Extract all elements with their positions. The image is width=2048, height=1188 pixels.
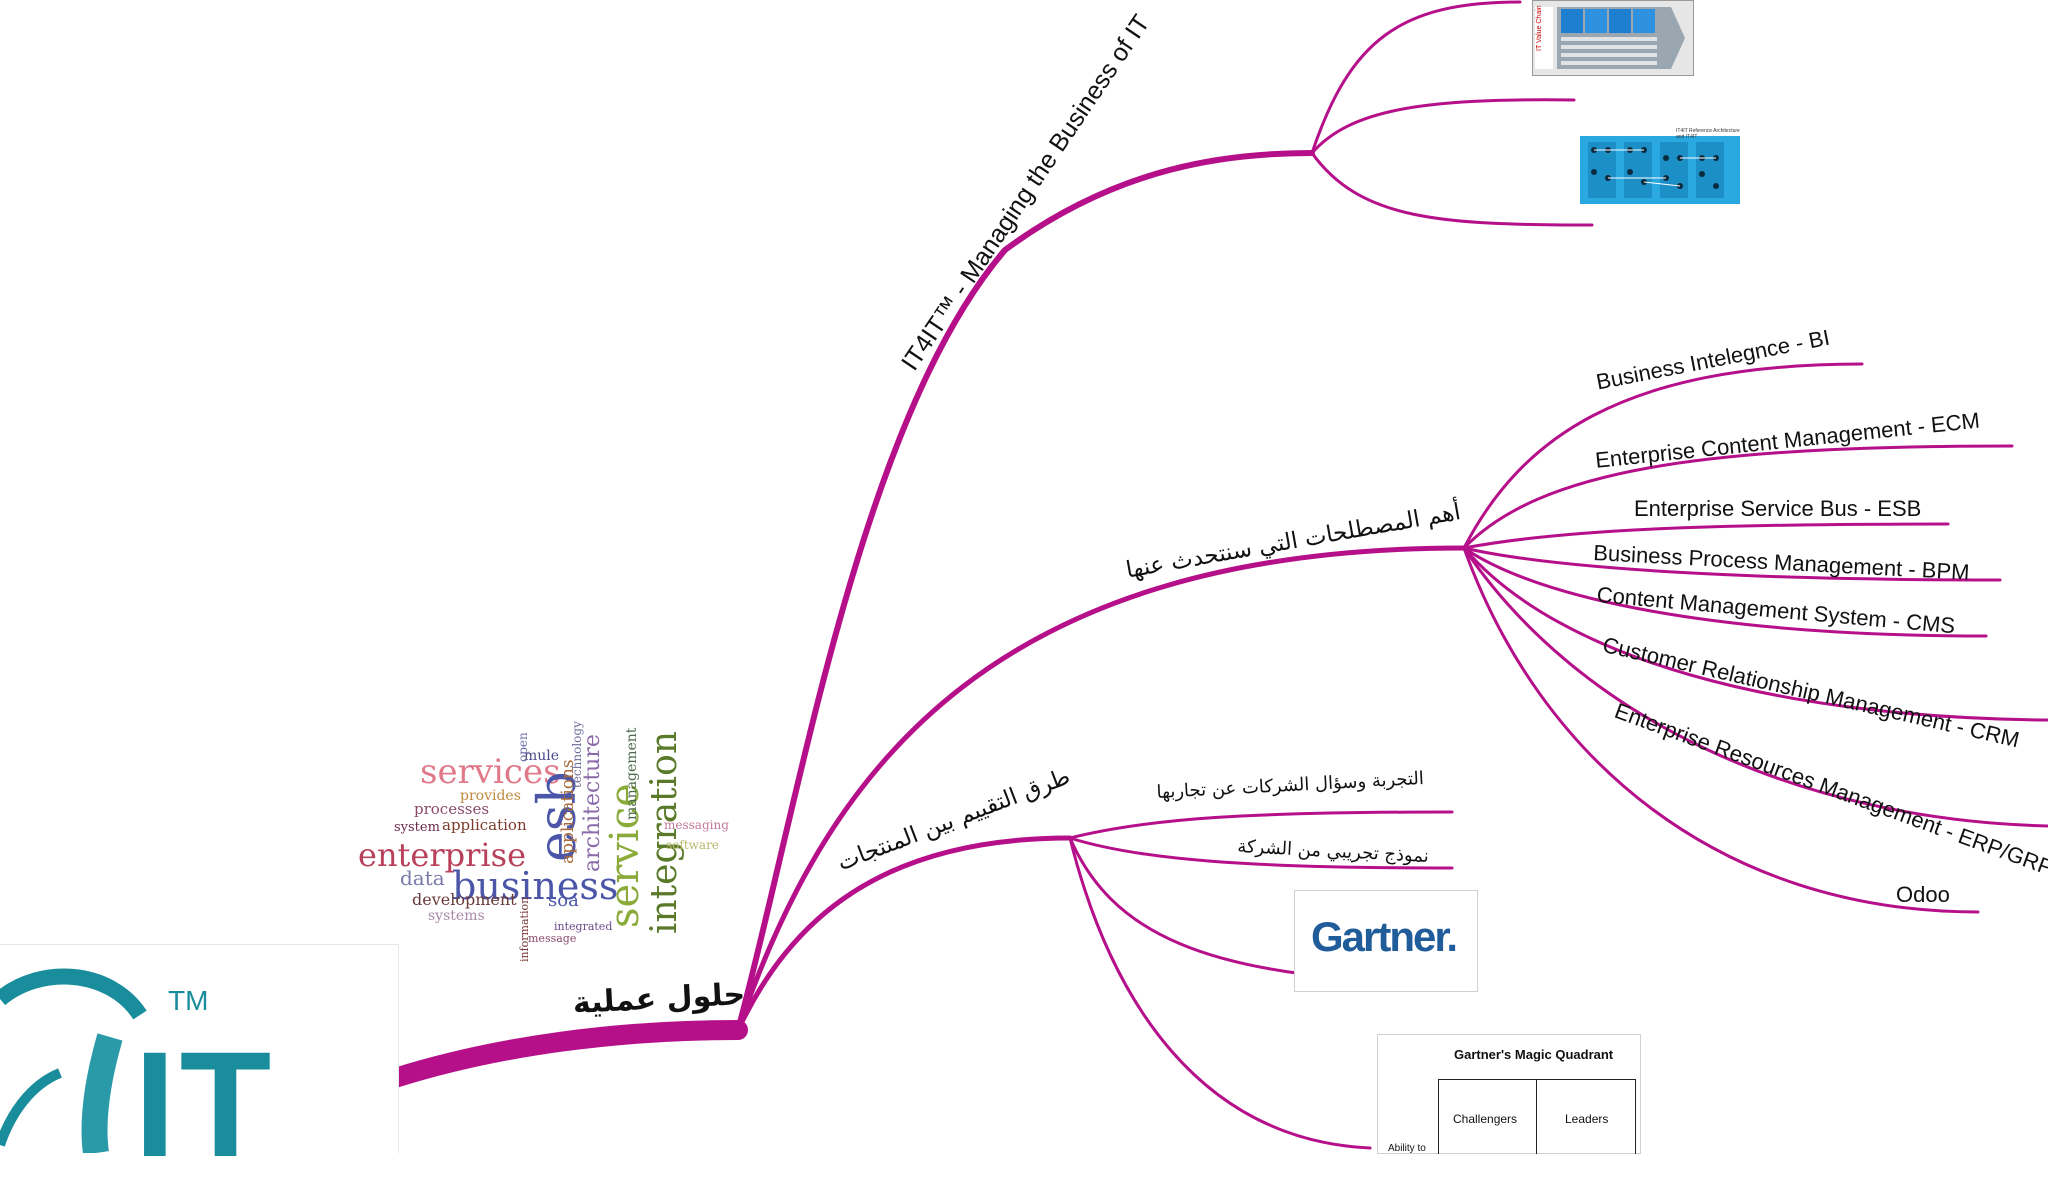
it4it-logo-tm: TM <box>168 985 209 1016</box>
magic-quadrant-axis-label: Ability to <box>1388 1143 1426 1154</box>
value-chain-caption: IT Value Chain <box>1536 5 1543 51</box>
wc-development: development <box>412 890 517 909</box>
magic-quadrant-card[interactable]: Gartner's Magic Quadrant Challengers Lea… <box>1377 1034 1641 1154</box>
quadrant-challengers: Challengers <box>1453 1112 1518 1126</box>
terms-sub-odoo <box>1462 546 1980 914</box>
gartner-logo-card[interactable]: Gartner. <box>1294 890 1478 992</box>
it4it-value-chain-thumbnail[interactable]: IT Value Chain <box>1532 0 1694 76</box>
eval-sub-4 <box>1068 836 1372 1150</box>
branch-it4it-line <box>735 150 1315 1033</box>
reference-architecture-graphic <box>1580 136 1740 216</box>
quadrant-divider <box>1536 1080 1537 1154</box>
wc-integration: integration <box>644 730 685 934</box>
wc-technology: technology <box>570 721 584 788</box>
eval-sub-2 <box>1068 836 1454 870</box>
magic-quadrant-title: Gartner's Magic Quadrant <box>1454 1047 1614 1062</box>
word-cloud: services enterprise business esb service… <box>340 712 740 972</box>
it4it-logo-mark <box>0 968 147 1155</box>
branch-eval-line <box>735 835 1073 1033</box>
wc-enterprise: enterprise <box>358 836 527 874</box>
wc-message: message <box>528 932 577 945</box>
term-odoo[interactable]: Odoo <box>1896 882 1950 907</box>
eval-sub-1 <box>1068 810 1454 840</box>
wc-soa: soa <box>548 890 579 911</box>
wc-business: business <box>452 864 619 908</box>
wc-open: open <box>516 732 530 762</box>
wc-information: information <box>518 896 531 962</box>
quadrant-leaders: Leaders <box>1565 1112 1609 1126</box>
terms-sub-bpm <box>1462 546 2002 582</box>
magic-quadrant-grid: Challengers Leaders <box>1438 1079 1636 1154</box>
wc-system: system <box>394 820 440 835</box>
it4it-sub-2 <box>1310 98 1576 155</box>
wc-systems: systems <box>428 908 485 924</box>
it4it-reference-architecture-thumbnail[interactable]: IT4IT Reference Architecture and IT4IT <box>1580 128 1740 216</box>
wc-management: management <box>624 727 640 820</box>
wc-mule: mule <box>524 748 560 764</box>
terms-sub-cms <box>1462 546 1988 638</box>
mindmap-connectors <box>385 0 2048 1150</box>
value-chain-graphic <box>1533 1 1693 75</box>
terms-sub-ecm <box>1462 444 2014 550</box>
gartner-logo: Gartner. <box>1311 913 1458 960</box>
wc-software: software <box>666 838 719 852</box>
branch-terms-line <box>735 545 1467 1033</box>
wc-processes: processes <box>414 800 490 818</box>
terms-sub-crm <box>1462 546 2048 722</box>
root-stem <box>385 1020 748 1088</box>
wc-application: application <box>442 816 527 834</box>
term-esb[interactable]: Enterprise Service Bus - ESB <box>1634 496 1922 521</box>
it4it-logo-text: IT <box>134 1020 276 1188</box>
reference-architecture-caption: IT4IT Reference Architecture and IT4IT <box>1676 128 1740 140</box>
terms-sub-esb <box>1462 522 1950 550</box>
terms-sub-erp <box>1462 546 2048 828</box>
wc-messaging: messaging <box>664 818 729 832</box>
it4it-logo-card: IT TM <box>0 944 399 1179</box>
wc-integrated: integrated <box>554 920 613 933</box>
wc-provides: provides <box>460 788 521 804</box>
terms-sub-bi <box>1462 362 1864 550</box>
it4it-sub-3 <box>1310 151 1594 227</box>
wc-data: data <box>400 866 445 890</box>
wc-services: services <box>420 752 561 792</box>
it4it-sub-1 <box>1310 0 1522 155</box>
